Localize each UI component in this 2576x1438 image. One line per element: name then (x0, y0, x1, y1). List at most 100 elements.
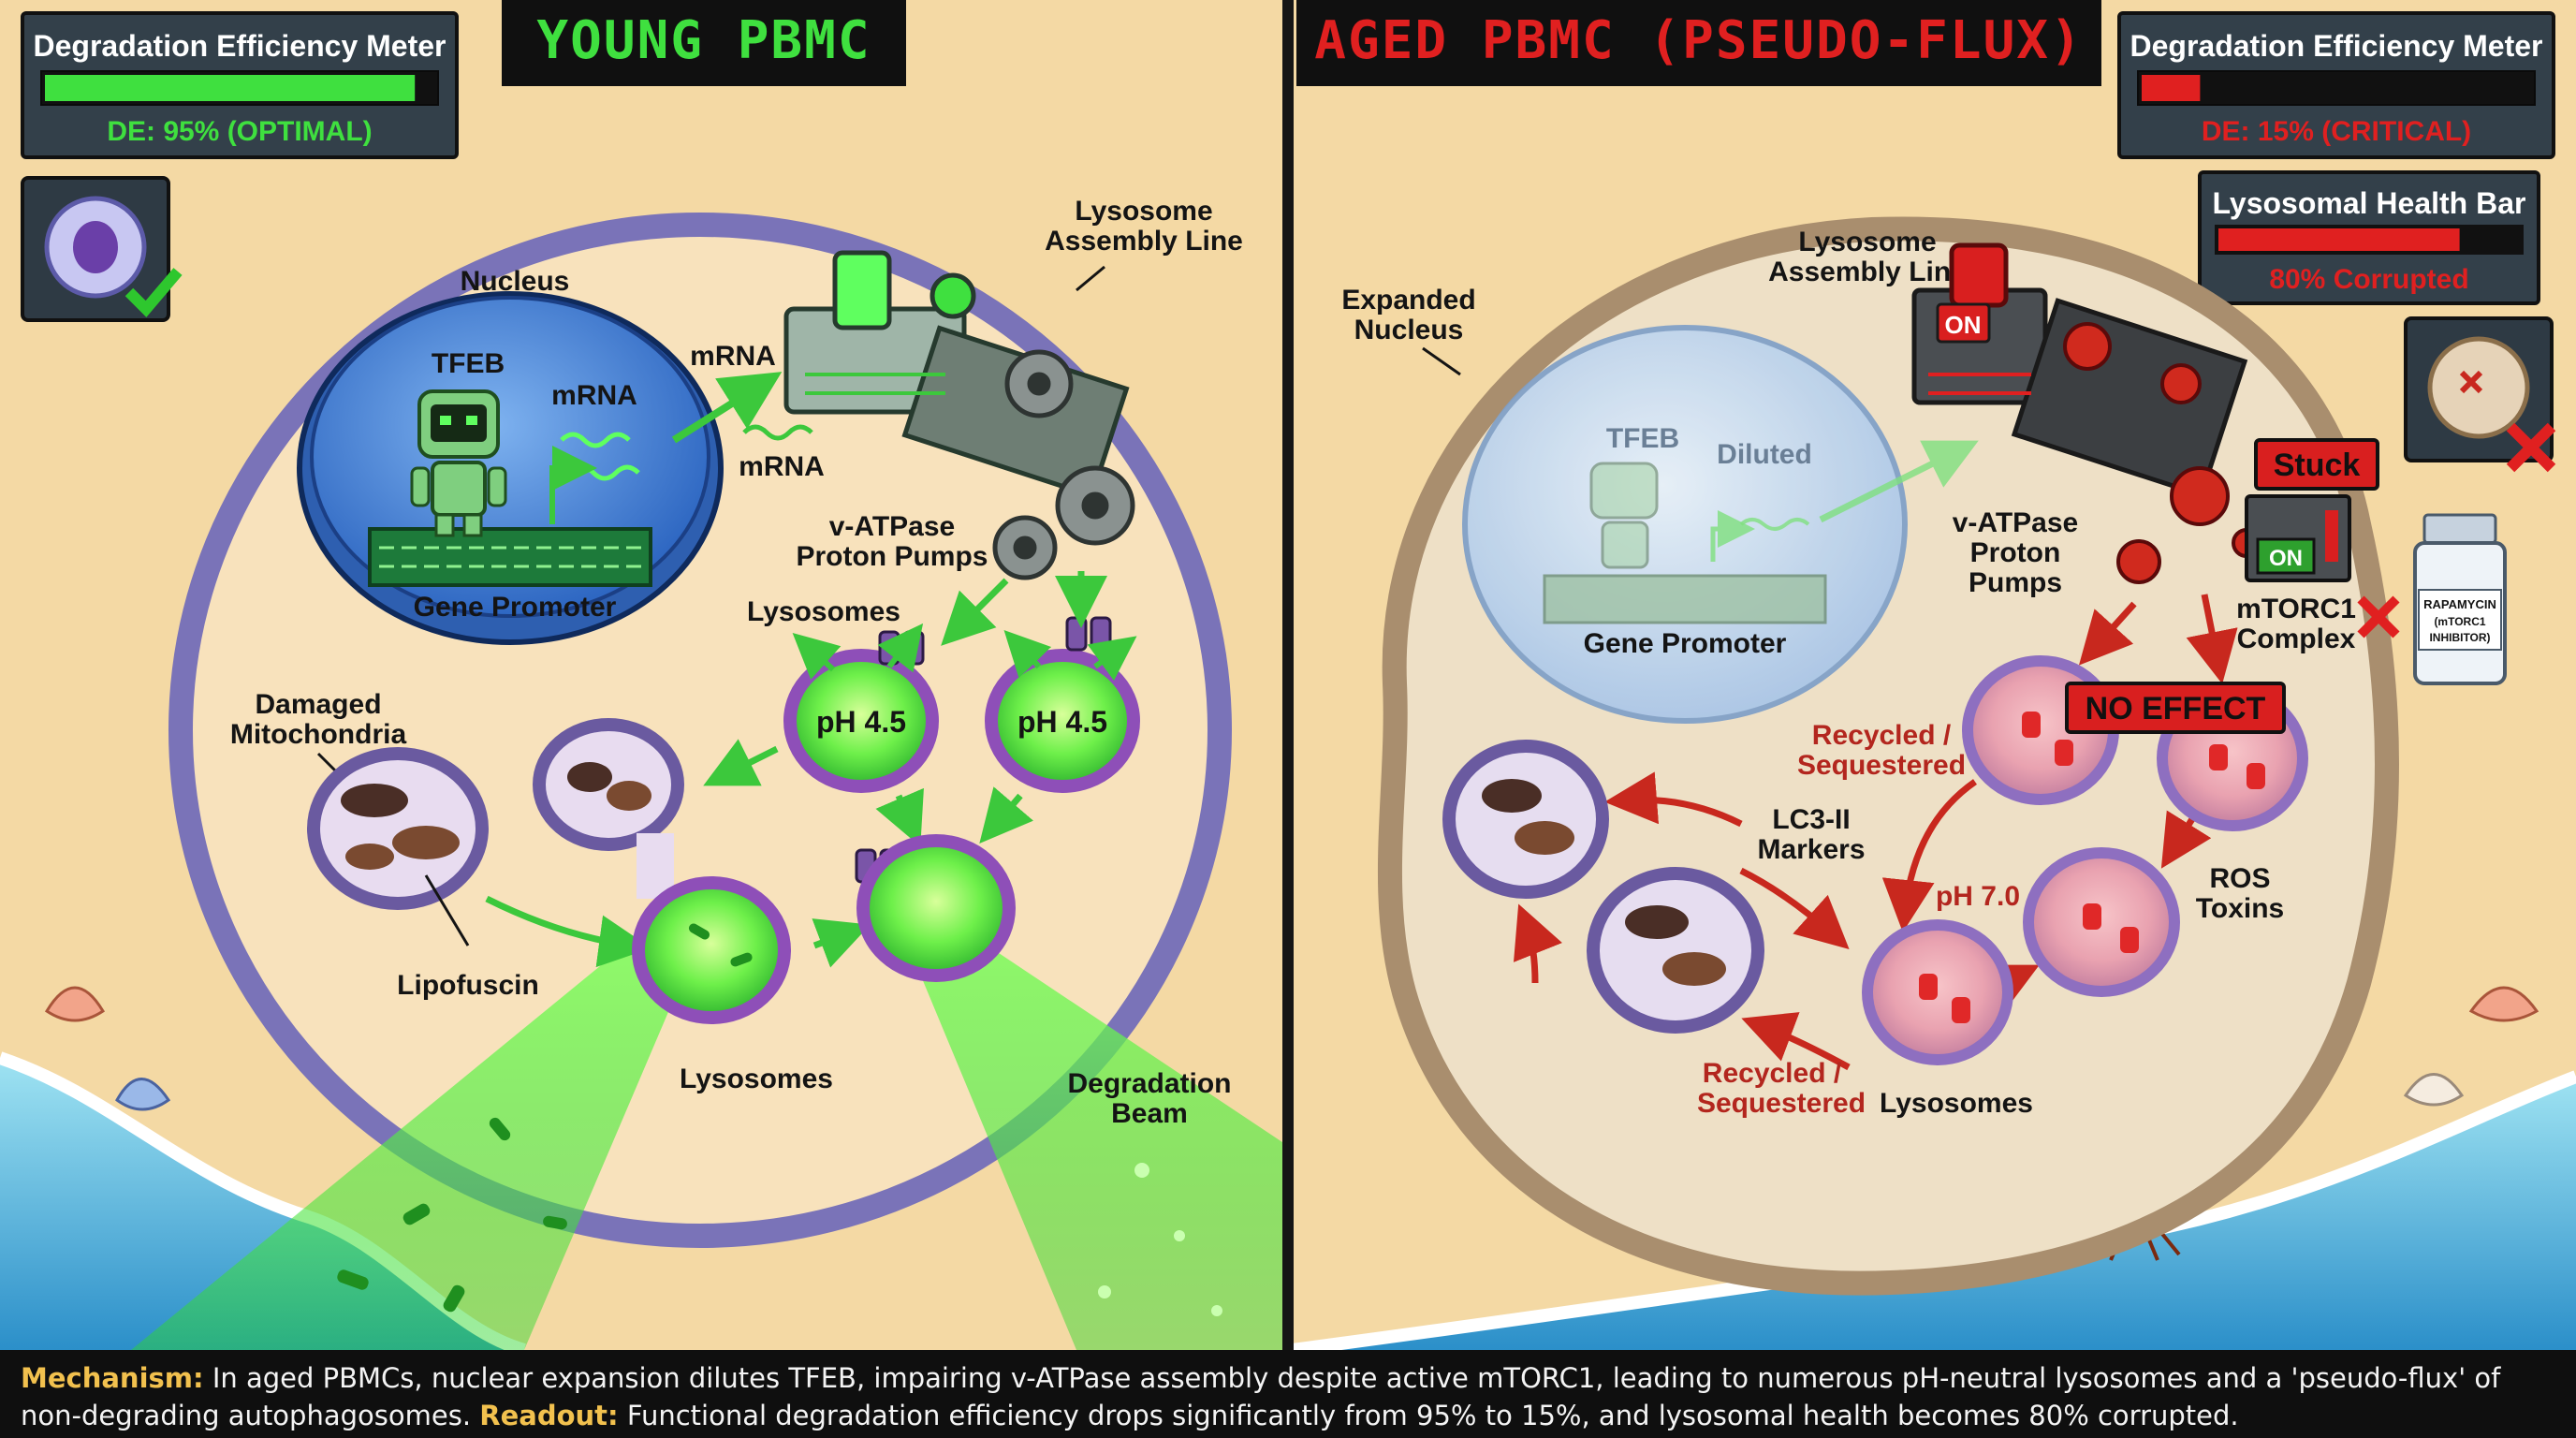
degradation-beam-left (131, 936, 693, 1350)
no-effect-label: NO EFFECT (2086, 691, 2266, 726)
aged-gene-promoter-label: Gene Promoter (1584, 628, 1787, 659)
gear-icon (992, 349, 1135, 580)
mrna-strand-label: mRNA (739, 451, 825, 482)
ros-label-1: ROS (2209, 863, 2270, 894)
young-title: YOUNG PBMC (536, 10, 871, 71)
aged-lysosomes-label: Lysosomes (1880, 1088, 2033, 1119)
young-degradation-meter: Degradation Efficiency Meter DE: 95% (OP… (21, 11, 459, 159)
young-title-banner: YOUNG PBMC (502, 0, 906, 86)
mrna-nuclear-label: mRNA (551, 380, 637, 411)
expanded-label-1: Expanded (1341, 285, 1475, 315)
ph-neutral-label: pH 7.0 (1936, 881, 2020, 912)
damaged-label-2: Mitochondria (230, 719, 407, 750)
damaged-label-1: Damaged (255, 689, 381, 720)
seashell-pink-left (44, 986, 106, 1022)
recycled-top-label-1: Recycled / (1812, 720, 1952, 751)
mtorc-label-1: mTORC1 (2236, 594, 2356, 624)
lc3-label-2: Markers (1757, 834, 1865, 865)
young-meter-title: Degradation Efficiency Meter (34, 29, 446, 63)
seashell-white-right (2403, 1073, 2465, 1107)
stuck-badge: Stuck (2254, 438, 2379, 491)
autophagosome-bottom (1587, 867, 1764, 1034)
aged-meter-fill (2142, 75, 2201, 101)
young-meter-fill (45, 75, 416, 101)
mechanism-key: Mechanism: (21, 1362, 204, 1394)
lc3-label-1: LC3-II (1772, 804, 1850, 835)
no-effect-badge: NO EFFECT (2065, 682, 2286, 734)
lysosome-degrading-right (856, 834, 1016, 982)
aged-title: AGED PBMC (PSEUDO-FLUX) (1314, 10, 2083, 71)
autophagosome-fusing (533, 718, 791, 1024)
gene-promoter-faded (1543, 574, 1827, 624)
damaged-mitochondria-vesicle (307, 747, 489, 910)
readout-text: Functional degradation efficiency drops … (626, 1400, 2239, 1431)
proton-export-arrows (792, 623, 1137, 682)
x-mark-icon (2506, 422, 2556, 473)
rapamycin-bottle-icon: RAPAMYCIN (mTORC1 INHIBITOR) (2413, 513, 2507, 685)
diagram-canvas: YOUNG PBMC Degradation Efficiency Meter … (0, 0, 2576, 1350)
stuck-label: Stuck (2274, 448, 2361, 483)
vatpase-label-2: Proton Pumps (796, 541, 988, 572)
tfeb-robot-icon (410, 389, 507, 537)
weak-mrna-arrow (1819, 440, 1979, 523)
mrna-arrow-label: mRNA (690, 341, 776, 372)
panel-divider (1282, 0, 1294, 1350)
beam-debris (337, 1117, 1222, 1316)
aged-degradation-meter: Degradation Efficiency Meter DE: 15% (CR… (2117, 11, 2555, 159)
young-nucleus (297, 291, 724, 645)
expanded-nucleus (1462, 325, 1908, 724)
healthy-cell-badge (21, 176, 183, 322)
tfeb-label: TFEB (432, 348, 505, 379)
aged-vatpase-label-2: Proton (1970, 537, 2061, 568)
assembly-line-label-1: Lysosome (1075, 196, 1212, 227)
lysosome-acidic-left: pH 4.5 (783, 649, 939, 793)
aged-tfeb-label: TFEB (1606, 423, 1679, 454)
aged-meter-readout: DE: 15% (CRITICAL) (2202, 116, 2471, 147)
mtorc-on-label: ON (2269, 546, 2303, 571)
aged-assembly-label-2: Assembly Line (1768, 257, 1967, 287)
rapamycin-label-1: RAPAMYCIN (2423, 597, 2496, 611)
ros-label-2: Toxins (2196, 893, 2284, 924)
rapamycin-label-3: INHIBITOR) (2429, 631, 2490, 644)
gene-promoter-label: Gene Promoter (414, 592, 617, 623)
diluted-label: Diluted (1717, 439, 1812, 470)
expanded-label-2: Nucleus (1354, 315, 1464, 345)
recycled-bottom-label-2: Sequestered (1697, 1088, 1866, 1119)
tfeb-robot-faded-icon (1589, 462, 1659, 569)
mechanism-text: In aged PBMCs, nuclear expansion dilutes… (21, 1362, 2501, 1431)
health-readout: 80% Corrupted (2269, 264, 2468, 295)
ph-right-label: pH 4.5 (1017, 705, 1107, 739)
gene-promoter-dna (368, 527, 652, 587)
seashell-pink-right (2468, 986, 2539, 1022)
caption-bar: Mechanism: In aged PBMCs, nuclear expans… (0, 1350, 2576, 1438)
lysosomal-health-bar: Lysosomal Health Bar 80% Corrupted (2198, 170, 2540, 305)
seashell-blue-left (115, 1078, 171, 1111)
lysosomes-bottom-label: Lysosomes (680, 1064, 833, 1094)
ph-left-label: pH 4.5 (816, 705, 906, 739)
lysosomes-top-label: Lysosomes (747, 596, 900, 627)
recycled-top-label-2: Sequestered (1797, 750, 1966, 781)
blocked-x-icon (2357, 595, 2400, 638)
pathway-arrows-young (485, 571, 1107, 968)
aged-meter-title: Degradation Efficiency Meter (2130, 29, 2543, 63)
readout-key: Readout: (479, 1400, 619, 1431)
checkmark-icon (124, 268, 183, 317)
vatpase-label-1: v-ATPase (829, 511, 956, 542)
assembly-line-label-2: Assembly Line (1045, 226, 1243, 257)
unhealthy-cell-badge (2404, 316, 2556, 473)
aged-title-banner: AGED PBMC (PSEUDO-FLUX) (1296, 0, 2101, 86)
young-assembly-line-machine (783, 250, 1130, 499)
autophagosome-left (1442, 740, 1609, 899)
mrna-export-arrow (671, 372, 783, 444)
nucleus-label: Nucleus (461, 266, 570, 297)
beam-label-2: Beam (1111, 1098, 1188, 1129)
young-meter-readout: DE: 95% (OPTIMAL) (107, 116, 372, 147)
rapamycin-label-2: (mTORC1 (2434, 615, 2485, 628)
aged-vatpase-label-3: Pumps (1969, 567, 2062, 598)
health-bar-fill (2218, 228, 2460, 251)
promoter-activation-arrow (549, 446, 597, 524)
mtorc-label-2: Complex (2237, 624, 2356, 654)
beam-label-1: Degradation (1067, 1068, 1231, 1099)
broken-gear-icon (2063, 322, 2261, 584)
